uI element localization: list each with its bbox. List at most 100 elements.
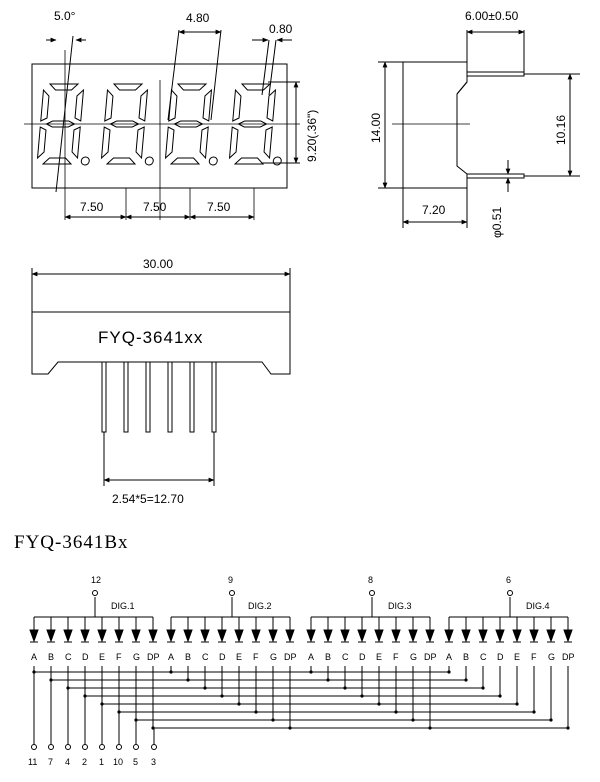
segment-e	[230, 127, 239, 158]
digit-terminal	[230, 591, 235, 596]
junction-dot	[360, 694, 364, 698]
junction-dot	[254, 710, 258, 714]
diode-icon	[47, 630, 55, 641]
pin-terminal	[117, 745, 122, 750]
segment-label: A	[31, 652, 37, 662]
digit-1	[37, 84, 96, 165]
segment-f	[233, 90, 242, 121]
lead-pin	[102, 362, 106, 432]
segment-label: C	[342, 652, 349, 662]
segment-label: C	[480, 652, 487, 662]
segment-label: G	[270, 652, 277, 662]
diode-icon	[445, 630, 453, 641]
diode-icon	[218, 630, 226, 641]
digit-3	[165, 84, 224, 165]
digit-label: DIG.4	[526, 601, 550, 611]
segment-g	[238, 121, 267, 127]
segment-width-label: 0.80	[269, 22, 293, 36]
pin-terminal	[66, 745, 71, 750]
junction-dot	[271, 718, 275, 722]
segment-label: A	[446, 652, 452, 662]
diode-icon	[269, 630, 277, 641]
pin-diameter-label: φ0.51	[490, 207, 504, 238]
junction-dot	[377, 702, 381, 706]
diode-icon	[324, 630, 332, 641]
lead-pin	[212, 362, 216, 432]
digit-pin-number: 6	[506, 575, 511, 585]
lead-pin	[124, 362, 128, 432]
side-body-outline	[403, 62, 467, 188]
diode-icon	[462, 630, 470, 641]
segment-c	[200, 127, 209, 158]
digit-terminal	[508, 591, 513, 596]
digit-2	[101, 84, 160, 165]
segment-label: DP	[284, 652, 297, 662]
segment-d	[235, 158, 264, 164]
diode-icon	[375, 630, 383, 641]
decimal-point	[81, 157, 90, 165]
junction-dot	[566, 726, 570, 730]
segment-label: C	[202, 652, 209, 662]
digit-label: DIG.2	[248, 601, 272, 611]
diode-icon	[479, 630, 487, 641]
pin-terminal	[83, 745, 88, 750]
pitch-label-1: 7.50	[80, 200, 104, 214]
junction-dot	[288, 726, 292, 730]
junction-dot	[428, 726, 432, 730]
segment-label: B	[325, 652, 331, 662]
diode-icon	[547, 630, 555, 641]
segment-label: F	[531, 652, 537, 662]
segment-f	[105, 90, 114, 121]
diode-icon	[307, 630, 315, 641]
segment-label: E	[376, 652, 382, 662]
digit-pin-number: 12	[91, 575, 101, 585]
digit-width-label: 4.80	[186, 11, 210, 25]
junction-dot	[549, 718, 553, 722]
diode-icon	[341, 630, 349, 641]
junction-dot	[203, 686, 207, 690]
segment-a	[177, 84, 206, 90]
segment-c	[264, 127, 273, 158]
diode-icon	[98, 630, 106, 641]
diode-icon	[358, 630, 366, 641]
digit-pin-number: 9	[228, 575, 233, 585]
junction-dot	[169, 670, 173, 674]
diode-icon	[564, 630, 572, 641]
segment-label: D	[82, 652, 89, 662]
pin-number: 4	[65, 757, 70, 767]
front-view	[24, 29, 300, 220]
segment-label: D	[219, 652, 226, 662]
segment-label: D	[359, 652, 366, 662]
junction-dot	[309, 670, 313, 674]
decimal-point	[145, 157, 154, 165]
schematic-title: FYQ-3641Bx	[14, 532, 129, 553]
segment-e	[38, 127, 47, 158]
segment-c	[72, 127, 81, 158]
segment-label: DP	[562, 652, 575, 662]
segment-b	[139, 90, 148, 121]
lead-pin	[146, 362, 150, 432]
segment-label: E	[514, 652, 520, 662]
display-body-outline	[32, 64, 287, 188]
segment-label: B	[463, 652, 469, 662]
top-pin	[467, 72, 524, 76]
digit-label: DIG.1	[111, 601, 135, 611]
segment-g	[174, 121, 203, 127]
pin-terminal	[32, 745, 37, 750]
height-label: 14.00	[369, 113, 383, 143]
diode-icon	[149, 630, 157, 641]
segment-label: D	[497, 652, 504, 662]
pin-number: 3	[151, 757, 156, 767]
pitch-label-2: 7.50	[143, 200, 167, 214]
diode-icon	[235, 630, 243, 641]
bottom-pin	[467, 174, 524, 178]
pin-pitch-label: 2.54*5=12.70	[112, 492, 184, 506]
bottom-pin-row	[102, 362, 216, 432]
diode-icon	[252, 630, 260, 641]
diode-icon	[286, 630, 294, 641]
junction-dot	[186, 678, 190, 682]
segment-label: DP	[147, 652, 160, 662]
pin-terminal	[134, 745, 139, 750]
segment-f	[41, 90, 50, 121]
